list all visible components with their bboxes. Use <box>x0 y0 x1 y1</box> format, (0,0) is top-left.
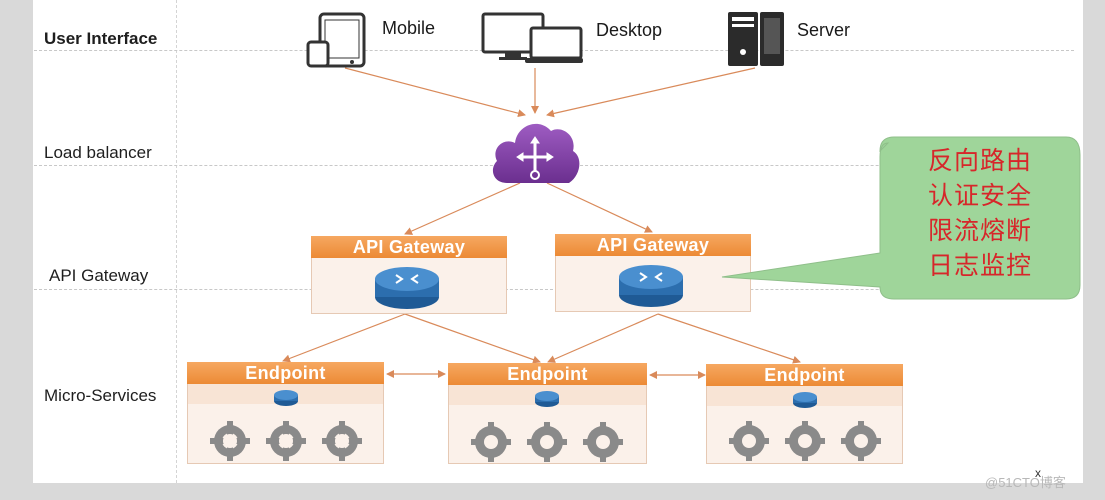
router-icon <box>535 391 559 407</box>
callout-line: 日志监控 <box>927 252 1032 280</box>
gear-icons <box>210 421 362 461</box>
layer-divider-gateway <box>34 289 1074 290</box>
arrow-gw2-to-ep2 <box>547 313 659 363</box>
close-icon[interactable]: x <box>1035 466 1041 480</box>
arrow-gw1-to-ep2 <box>404 313 541 364</box>
label-column-divider <box>176 0 177 483</box>
client-label-mobile: Mobile <box>382 18 436 38</box>
client-label-server: Server <box>797 20 851 40</box>
callout-line: 限流熔断 <box>927 217 1032 245</box>
api-gateway-box-1-title: API Gateway <box>311 236 507 258</box>
layer-label-api-gateway: API Gateway <box>49 266 149 285</box>
client-label-desktop: Desktop <box>596 20 663 40</box>
layer-label-load-balancer: Load balancer <box>44 143 152 162</box>
arrow-lb-to-gateway-2 <box>546 182 653 233</box>
arrow-lb-to-gateway-1 <box>404 182 521 235</box>
api-gateway-box-1: API Gateway <box>311 236 507 314</box>
server-icon <box>728 12 784 66</box>
gear-icons <box>729 421 881 461</box>
arrow-server-to-lb <box>546 67 756 118</box>
api-gateway-box-2: API Gateway <box>555 234 751 312</box>
api-gateway-box-2-title: API Gateway <box>555 234 751 256</box>
arrow-gw2-to-ep3 <box>657 313 801 364</box>
arrow-mobile-to-lb <box>344 67 526 118</box>
callout-line: 反向路由 <box>927 147 1032 175</box>
gear-icons <box>471 422 623 462</box>
router-icon <box>793 392 817 408</box>
callout-text: 反向路由 认证安全 限流熔断 日志监控 <box>882 144 1078 284</box>
layer-label-micro-services: Micro-Services <box>44 386 157 405</box>
endpoint-box-2: Endpoint <box>448 363 647 464</box>
endpoint-box-2-title: Endpoint <box>448 363 647 385</box>
watermark: @51CTO博客 <box>985 475 1066 490</box>
router-icon <box>375 267 439 309</box>
callout-bubble <box>721 136 1081 300</box>
arrow-gw1-to-ep1 <box>282 313 406 363</box>
router-icon <box>619 265 683 307</box>
layer-label-user-interface: User Interface <box>44 29 158 48</box>
endpoint-box-3: Endpoint <box>706 364 903 464</box>
endpoint-box-1-title: Endpoint <box>187 362 384 384</box>
desktop-icon <box>481 12 583 63</box>
load-balancer-cloud-icon <box>492 123 580 183</box>
router-icon <box>274 390 298 406</box>
mobile-icon <box>306 12 366 68</box>
endpoint-box-3-title: Endpoint <box>706 364 903 386</box>
endpoint-box-1: Endpoint <box>187 362 384 464</box>
callout-line: 认证安全 <box>927 182 1032 210</box>
